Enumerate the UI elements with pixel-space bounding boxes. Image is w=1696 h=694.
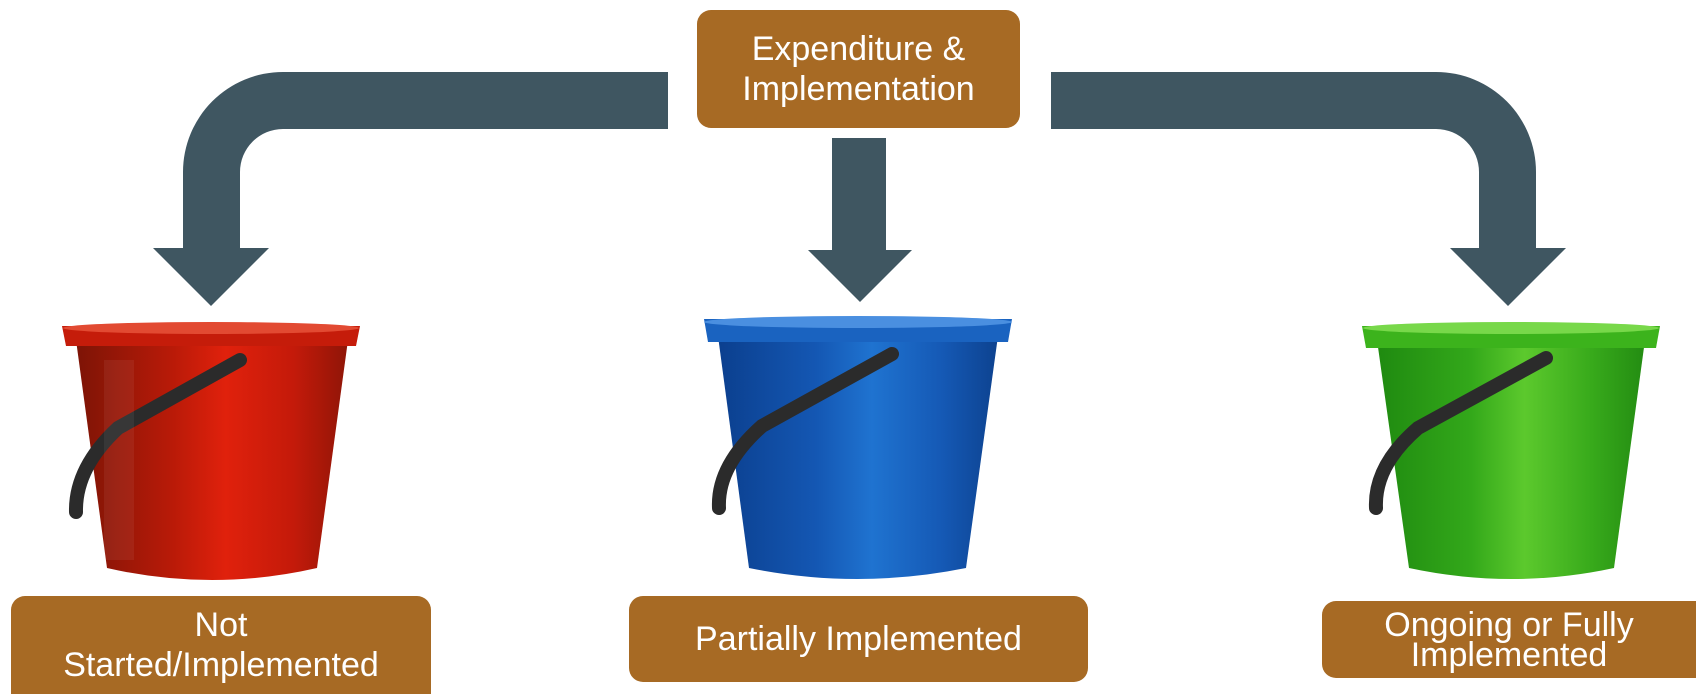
top-label-line-1: Expenditure &: [751, 30, 966, 68]
top-label-line-2: Implementation: [742, 70, 975, 108]
ongoing-label-line-2: Implemented: [1410, 635, 1608, 674]
center-arrow: [808, 138, 912, 302]
left-branch-arrow: [153, 72, 668, 306]
top-label-box: Expenditure & Implementation: [697, 10, 1020, 128]
blue-bucket-image: [704, 316, 1012, 579]
partially-implemented-label-box: Partially Implemented: [629, 596, 1088, 682]
red-bucket-image: [62, 322, 360, 580]
ongoing-label-line-1: Ongoing or Fully: [1384, 605, 1634, 644]
partially-implemented-label: Partially Implemented: [695, 620, 1022, 658]
not-started-label-line-2: Started/Implemented: [63, 646, 379, 684]
right-branch-arrow: [1051, 72, 1566, 306]
not-started-label-box: Not Started/Implemented: [11, 596, 431, 694]
not-started-label-line-1: Not: [194, 606, 248, 644]
green-bucket-image: [1362, 322, 1660, 579]
ongoing-label-box: Ongoing or Fully Implemented: [1322, 601, 1696, 678]
